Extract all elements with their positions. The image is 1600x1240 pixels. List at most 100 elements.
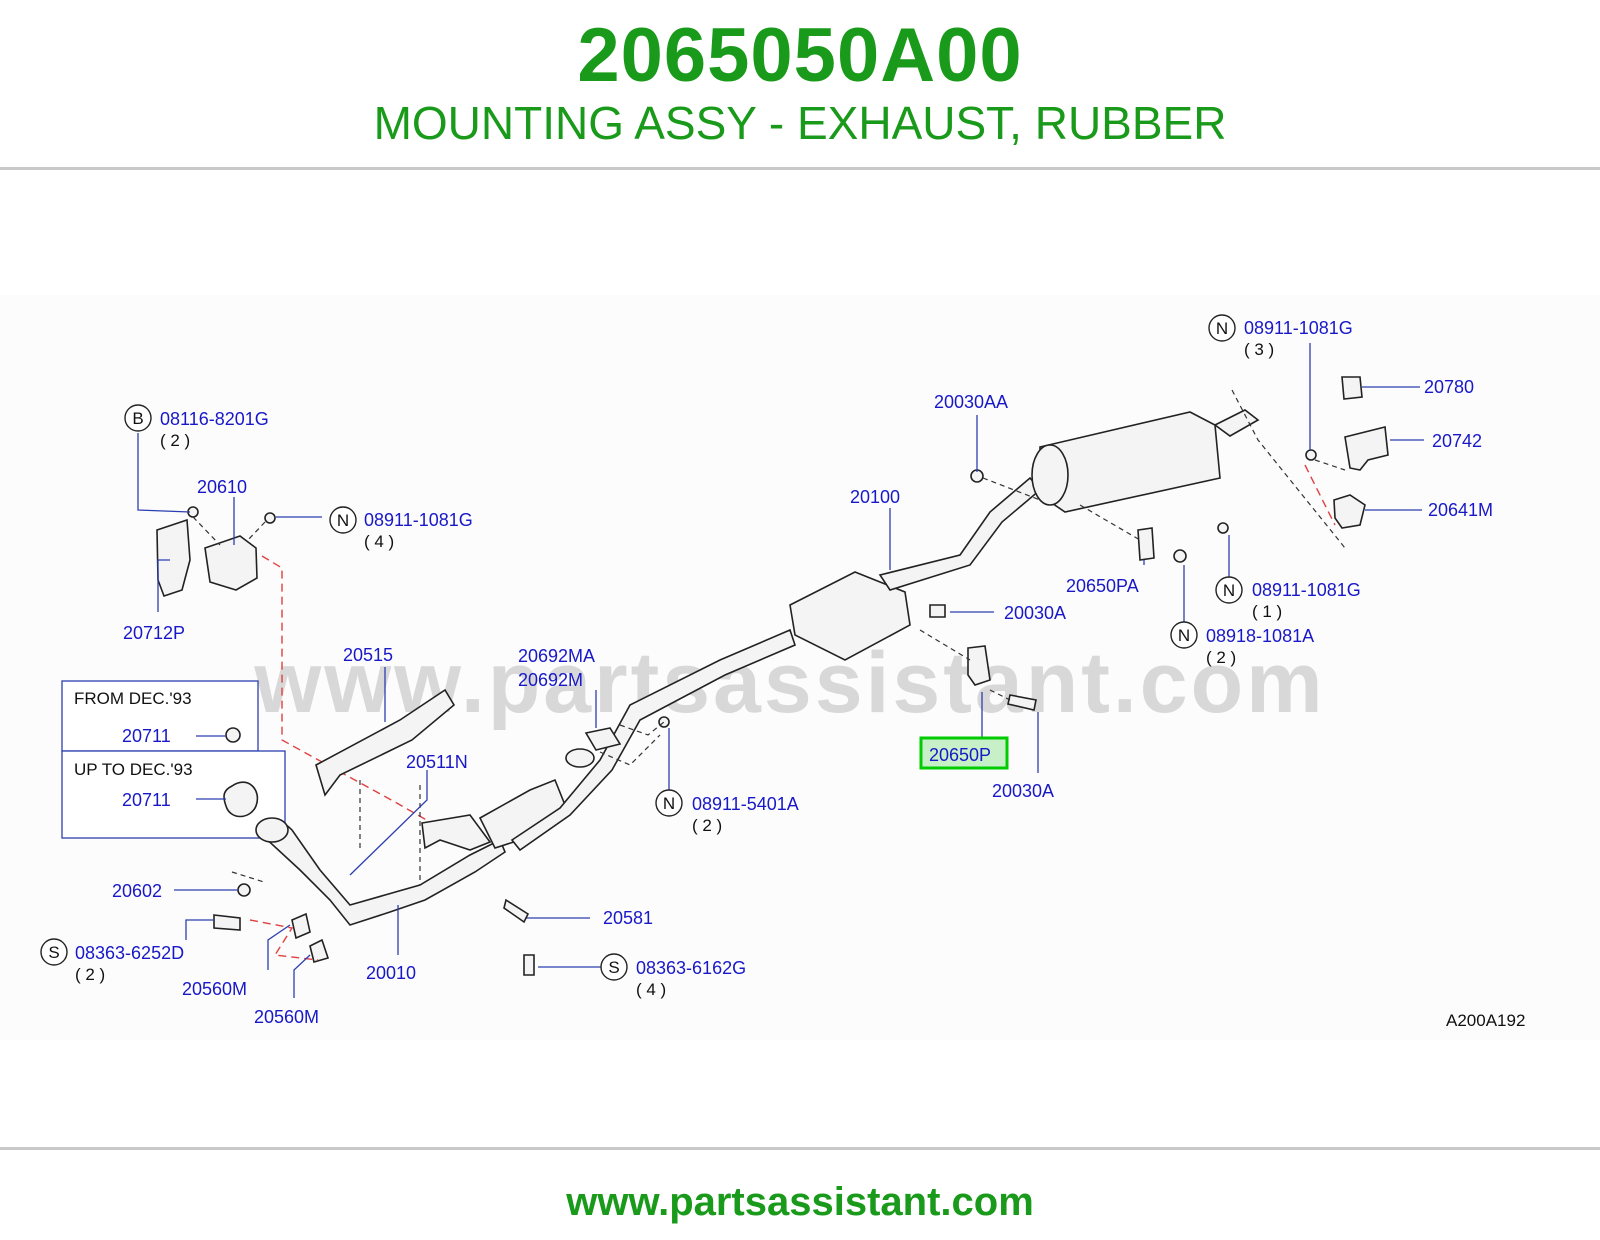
symbol-s: S (48, 943, 59, 962)
nut-shape (264, 512, 276, 524)
assembly-dash-muffler (982, 477, 1141, 541)
label-20100[interactable]: 20100 (850, 487, 900, 507)
label-08363-6252D[interactable]: 08363-6252D (75, 943, 184, 963)
label-20030A[interactable]: 20030A (992, 781, 1054, 801)
muffler-end-cap (1031, 444, 1069, 506)
tail-pipe (1213, 409, 1260, 437)
label-20030AA[interactable]: 20030AA (934, 392, 1008, 412)
qty-label: ( 2 ) (75, 965, 105, 984)
label-20560M[interactable]: 20560M (254, 1007, 319, 1027)
red-dash-lower (249, 919, 319, 961)
label-20515[interactable]: 20515 (343, 645, 393, 665)
up-to-dec-label: UP TO DEC.'93 (74, 760, 193, 779)
assembly-dash-rear (1231, 389, 1346, 549)
label-20742[interactable]: 20742 (1432, 431, 1482, 451)
footer-url[interactable]: www.partsassistant.com (566, 1180, 1034, 1224)
nut-08911-1081G-c (1305, 449, 1317, 461)
label-20581[interactable]: 20581 (603, 908, 653, 928)
label-20712P[interactable]: 20712P (123, 623, 185, 643)
label-08911-1081G[interactable]: 08911-1081G (364, 510, 473, 530)
qty-label: ( 2 ) (692, 816, 722, 835)
diagram-code: A200A192 (1446, 1011, 1525, 1030)
qty-label: ( 3 ) (1244, 340, 1274, 359)
spring-20560M (291, 912, 330, 963)
bolt-20030A-upper (929, 604, 946, 618)
label-08918-1081A[interactable]: 08918-1081A (1206, 626, 1314, 646)
leader-20511N (349, 770, 428, 876)
symbol-n: N (1223, 581, 1235, 600)
leader-08116 (137, 433, 191, 513)
nut-20602 (237, 883, 251, 897)
gasket-20692MA (565, 748, 595, 768)
front-pipe-group (213, 688, 566, 963)
label-20010[interactable]: 20010 (366, 963, 416, 983)
rubber-20641M (1333, 494, 1366, 529)
label-08911-1081G[interactable]: 08911-1081G (1244, 318, 1353, 338)
main-muffler-group (919, 409, 1260, 711)
label-20711[interactable]: 20711 (122, 790, 171, 810)
symbol-n-circle (1208, 314, 1236, 342)
page-header: 2065050A00 MOUNTING ASSY - EXHAUST, RUBB… (0, 0, 1600, 168)
footer-divider (0, 1147, 1600, 1150)
symbol-n: N (337, 511, 349, 530)
label-20692M[interactable]: 20692M (518, 670, 583, 690)
clamp-20581 (503, 898, 530, 924)
red-dash-rear (1304, 464, 1336, 526)
bolt-20780 (1341, 376, 1363, 400)
symbol-s-circle (40, 938, 68, 966)
qty-label: ( 2 ) (160, 431, 190, 450)
rubber-mount-20650P (967, 645, 991, 686)
bolt-20030A-lower (1007, 694, 1037, 711)
front-flange (255, 817, 289, 843)
exhaust-diagram-svg: www.partsassistant.com (40, 314, 1525, 1030)
heat-shield-20515 (315, 688, 456, 797)
part-description: MOUNTING ASSY - EXHAUST, RUBBER (373, 97, 1227, 149)
qty-label: ( 1 ) (1252, 602, 1282, 621)
label-20692MA[interactable]: 20692MA (518, 646, 595, 666)
label-20602[interactable]: 20602 (112, 881, 162, 901)
assembly-dash (192, 516, 266, 546)
center-pipe (510, 628, 796, 852)
bracket-20742 (1344, 426, 1389, 471)
from-dec-label: FROM DEC.'93 (74, 689, 192, 708)
label-20650PA[interactable]: 20650PA (1066, 576, 1139, 596)
symbol-n: N (1178, 626, 1190, 645)
bracket-20511N (421, 814, 492, 851)
symbol-n-circle (655, 789, 683, 817)
highlight-box[interactable] (919, 736, 1009, 770)
leader-box (196, 735, 226, 800)
mount-20610-shape (204, 535, 258, 591)
leader-20560M-b (293, 954, 311, 998)
gasket-20711-flange (223, 781, 259, 818)
assembly-dash-center (599, 721, 665, 766)
symbol-n-circle (329, 506, 357, 534)
label-08911-1081G[interactable]: 08911-1081G (1252, 580, 1361, 600)
label-08116-8201G[interactable]: 08116-8201G (160, 409, 269, 429)
qty-label: ( 4 ) (636, 980, 666, 999)
symbol-n-circle (1170, 621, 1198, 649)
label-20650P[interactable]: 20650P (929, 745, 991, 765)
part-number-title: 2065050A00 (577, 13, 1023, 98)
gasket-20711-round (225, 727, 241, 743)
label-20030A[interactable]: 20030A (1004, 603, 1066, 623)
symbol-n-circle (1215, 576, 1243, 604)
symbol-b: B (132, 409, 143, 428)
parts-diagram: www.partsassistant.com (0, 295, 1600, 1040)
qty-label: ( 2 ) (1206, 648, 1236, 667)
label-20511N[interactable]: 20511N (406, 752, 468, 772)
label-20711[interactable]: 20711 (122, 726, 171, 746)
label-20560M[interactable]: 20560M (182, 979, 247, 999)
symbol-s: S (608, 958, 619, 977)
header-divider (0, 167, 1600, 170)
rear-hanger-group (1231, 376, 1389, 549)
leader-20560M-a (267, 924, 291, 970)
mid-pipe (878, 476, 1042, 591)
nut-08918-1081A (1173, 549, 1187, 563)
label-08911-5401A[interactable]: 08911-5401A (692, 794, 799, 814)
label-20780[interactable]: 20780 (1424, 377, 1474, 397)
label-20641M[interactable]: 20641M (1428, 500, 1493, 520)
label-08363-6162G[interactable]: 08363-6162G (636, 958, 746, 978)
red-dash-line-left (261, 555, 431, 823)
leader-20712P (157, 559, 170, 612)
label-20610[interactable]: 20610 (197, 477, 247, 497)
